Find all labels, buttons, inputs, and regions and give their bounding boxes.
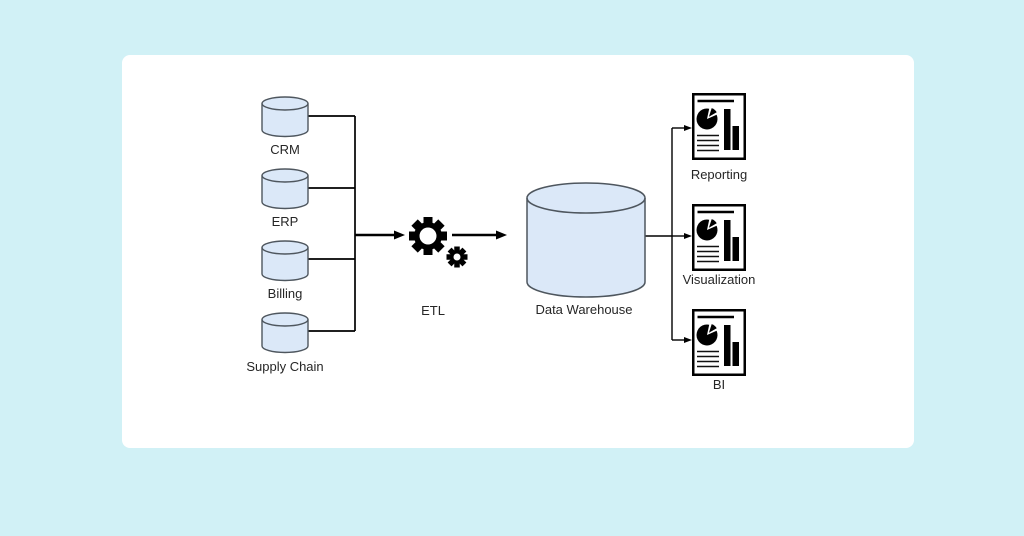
etl-label: ETL — [421, 303, 445, 318]
etl-pipeline-diagram — [261, 93, 746, 376]
data-warehouse-label: Data Warehouse — [535, 302, 633, 317]
bi-label: BI — [712, 377, 726, 392]
warehouse-database-icon — [526, 182, 646, 298]
crm-database-icon — [261, 96, 309, 138]
visualization-report-icon — [692, 204, 746, 271]
visualization-label: Visualization — [682, 272, 756, 287]
billing-database-icon — [261, 240, 309, 282]
crm-label: CRM — [270, 142, 300, 157]
reporting-label: Reporting — [690, 167, 748, 182]
erp-database-icon — [261, 168, 309, 210]
diagram-canvas: CRM ERP Billing Supply Chain ETL Data Wa… — [122, 55, 914, 448]
reporting-report-icon — [692, 93, 746, 160]
source-connector-lines — [308, 115, 356, 332]
gear-small — [446, 246, 468, 268]
erp-label: ERP — [271, 214, 299, 229]
billing-label: Billing — [267, 286, 303, 301]
supply-chain-database-icon — [261, 312, 309, 354]
etl-gears-icon — [409, 217, 470, 270]
gear-large — [409, 217, 447, 255]
output-connector-lines — [645, 125, 692, 343]
supply-chain-label: Supply Chain — [246, 359, 324, 374]
bi-report-icon — [692, 309, 746, 376]
